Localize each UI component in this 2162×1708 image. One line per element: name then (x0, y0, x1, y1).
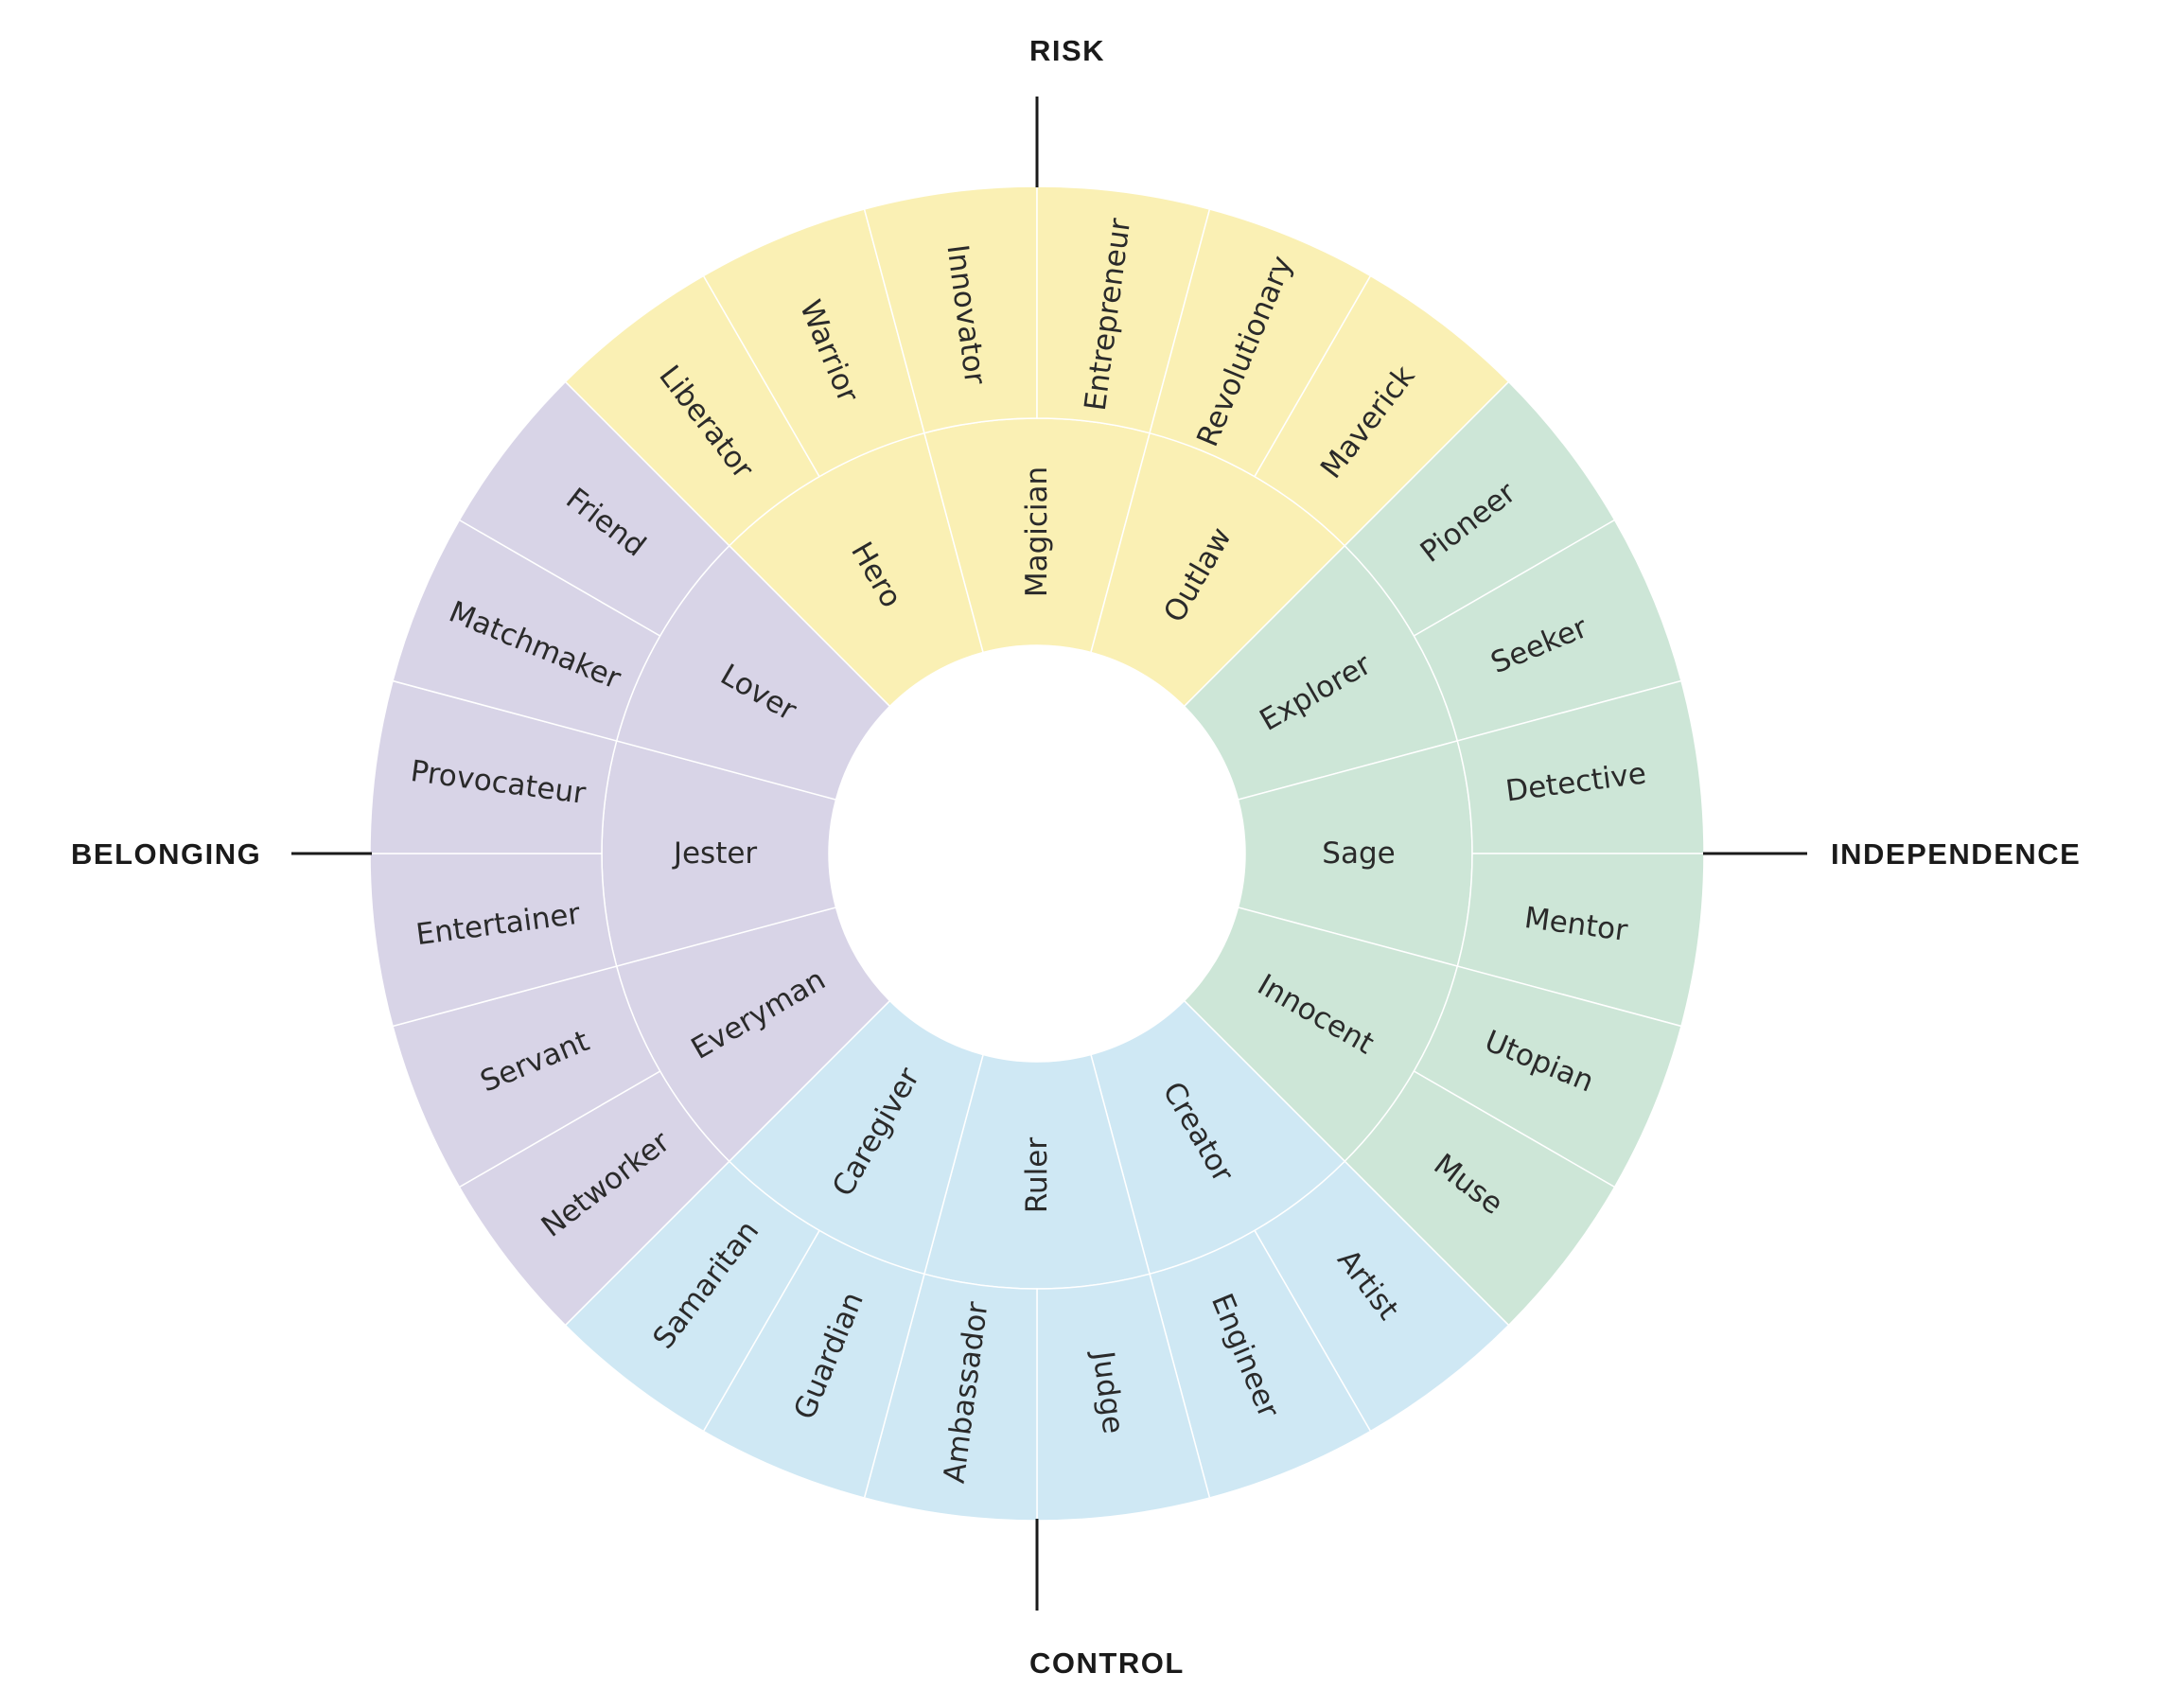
archetype-label-jester: Jester (672, 836, 758, 871)
archetype-label-ruler: Ruler (1020, 1137, 1054, 1213)
archetype-label-magician: Magician (1020, 467, 1054, 597)
axis-label-belonging: BELONGING (71, 837, 261, 871)
axis-label-risk: RISK (1029, 34, 1105, 67)
axis-label-control: CONTROL (1029, 1646, 1185, 1680)
axis-lines (291, 97, 1807, 1611)
axis-label-independence: INDEPENDENCE (1831, 837, 2081, 871)
archetype-label-sage: Sage (1322, 836, 1395, 871)
wheel-segments (369, 185, 1705, 1522)
segment-friend (458, 380, 730, 638)
